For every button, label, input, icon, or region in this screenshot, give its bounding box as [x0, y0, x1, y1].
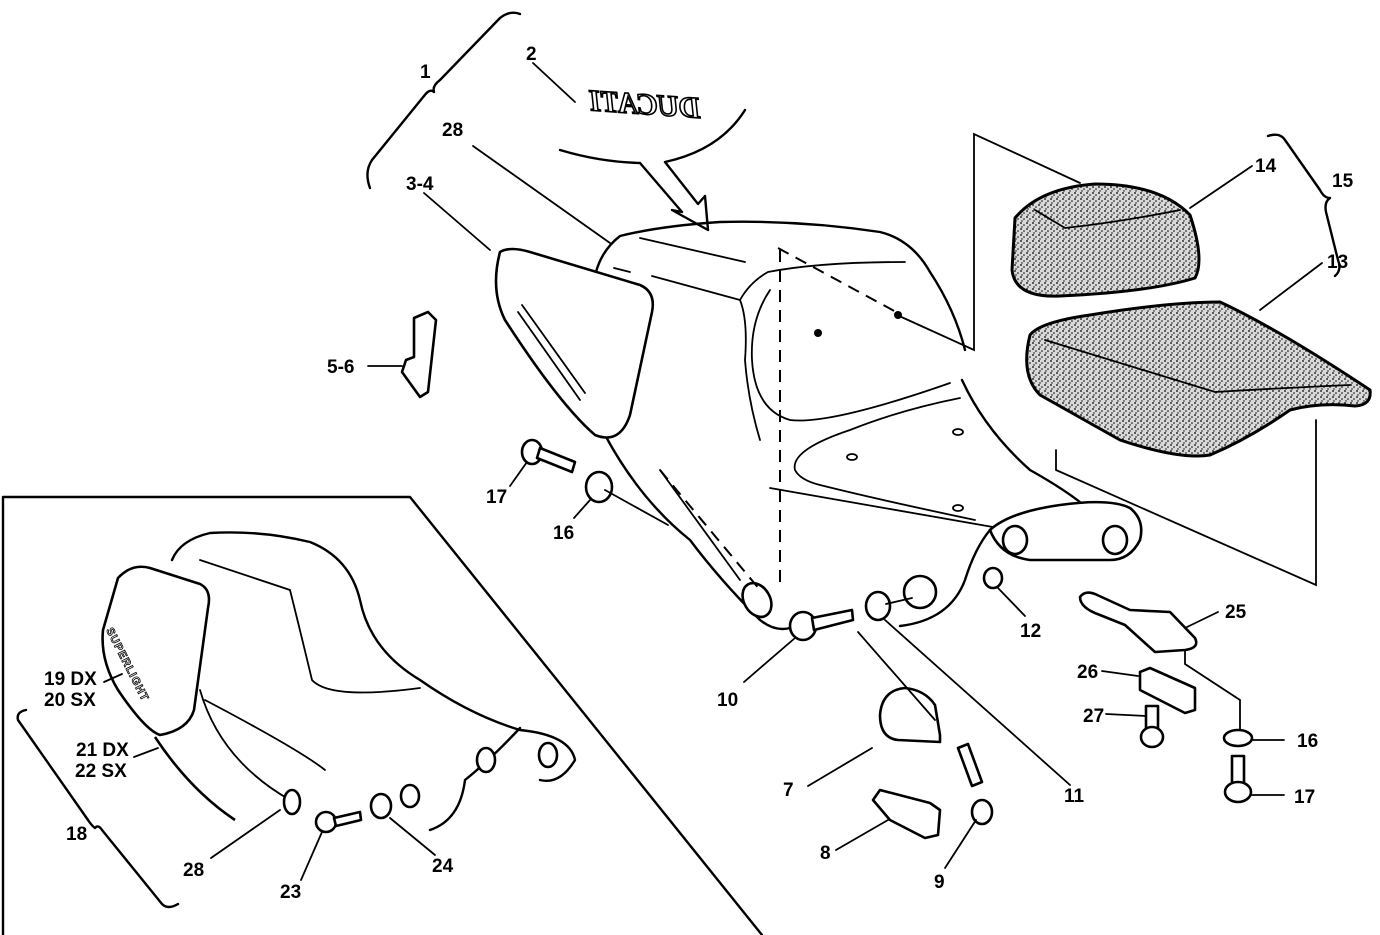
callout-28-inset: 28	[183, 860, 204, 881]
spacer-part-12	[982, 566, 1004, 590]
washer-part-16-upper	[584, 470, 614, 504]
leader-lines	[103, 62, 1323, 881]
callout-1: 1	[420, 62, 431, 83]
callout-12: 12	[1020, 621, 1041, 642]
callout-22-sx: 22 SX	[75, 761, 127, 782]
callout-5-6: 5-6	[327, 357, 354, 378]
callout-7: 7	[783, 780, 794, 801]
callout-25: 25	[1225, 602, 1247, 623]
callout-15: 15	[1332, 171, 1354, 192]
callout-28-top: 28	[442, 120, 463, 141]
callout-16-lower: 16	[1297, 731, 1318, 752]
callout-20-sx: 20 SX	[44, 690, 96, 711]
seat-pad-part-14	[1010, 182, 1201, 298]
callout-16-upper: 16	[553, 523, 574, 544]
bolt-part-17-lower	[1223, 754, 1253, 804]
base-part-8	[871, 788, 942, 840]
seat-tail-unit	[594, 220, 1143, 631]
washer-part-16-lower	[1222, 728, 1254, 748]
callout-labels: 1 2 28 3-4 5-6 17 16 14 15 13 12 25 26 2…	[44, 44, 1354, 903]
callout-13: 13	[1327, 252, 1348, 273]
callout-3-4: 3-4	[406, 174, 434, 195]
callout-21-dx: 21 DX	[76, 740, 129, 761]
clamp-part-7	[878, 686, 942, 744]
plate-part-26	[1138, 666, 1197, 715]
callout-9: 9	[934, 872, 945, 893]
bracket-part-5-6	[400, 310, 438, 399]
screw-part-9	[956, 742, 994, 826]
seat-pad-part-13	[1025, 300, 1372, 458]
callout-2: 2	[526, 44, 537, 65]
callout-10: 10	[717, 690, 738, 711]
bracket-group-1	[366, 11, 522, 190]
washer-part-11	[864, 590, 892, 622]
bolt-part-17-upper	[520, 438, 577, 474]
callout-23: 23	[280, 882, 301, 903]
side-panel-part-3-4	[494, 247, 655, 439]
callout-26: 26	[1077, 662, 1098, 683]
bolt-part-27	[1139, 704, 1165, 749]
bracket-part-25	[1078, 591, 1198, 654]
bracket-group-18	[16, 708, 180, 909]
callout-18: 18	[66, 824, 87, 845]
ducati-decal: DUCATI	[587, 84, 703, 125]
bolt-part-10	[788, 608, 855, 642]
callout-17-lower: 17	[1294, 787, 1315, 808]
callout-24: 24	[432, 856, 454, 877]
callout-17-upper: 17	[486, 487, 507, 508]
washer-part-24	[369, 792, 393, 820]
callout-19-dx: 19 DX	[44, 669, 97, 690]
inset-seat-unit: SUPERLIGHT	[101, 531, 577, 834]
decal-part-2: DUCATI	[558, 83, 747, 232]
bracket-group-15	[1266, 133, 1341, 278]
callout-14: 14	[1255, 156, 1277, 177]
bolt-part-23	[314, 810, 338, 834]
inset-panel	[1, 495, 764, 935]
callout-27: 27	[1083, 706, 1104, 727]
callout-8: 8	[820, 843, 831, 864]
callout-11: 11	[1064, 786, 1085, 807]
